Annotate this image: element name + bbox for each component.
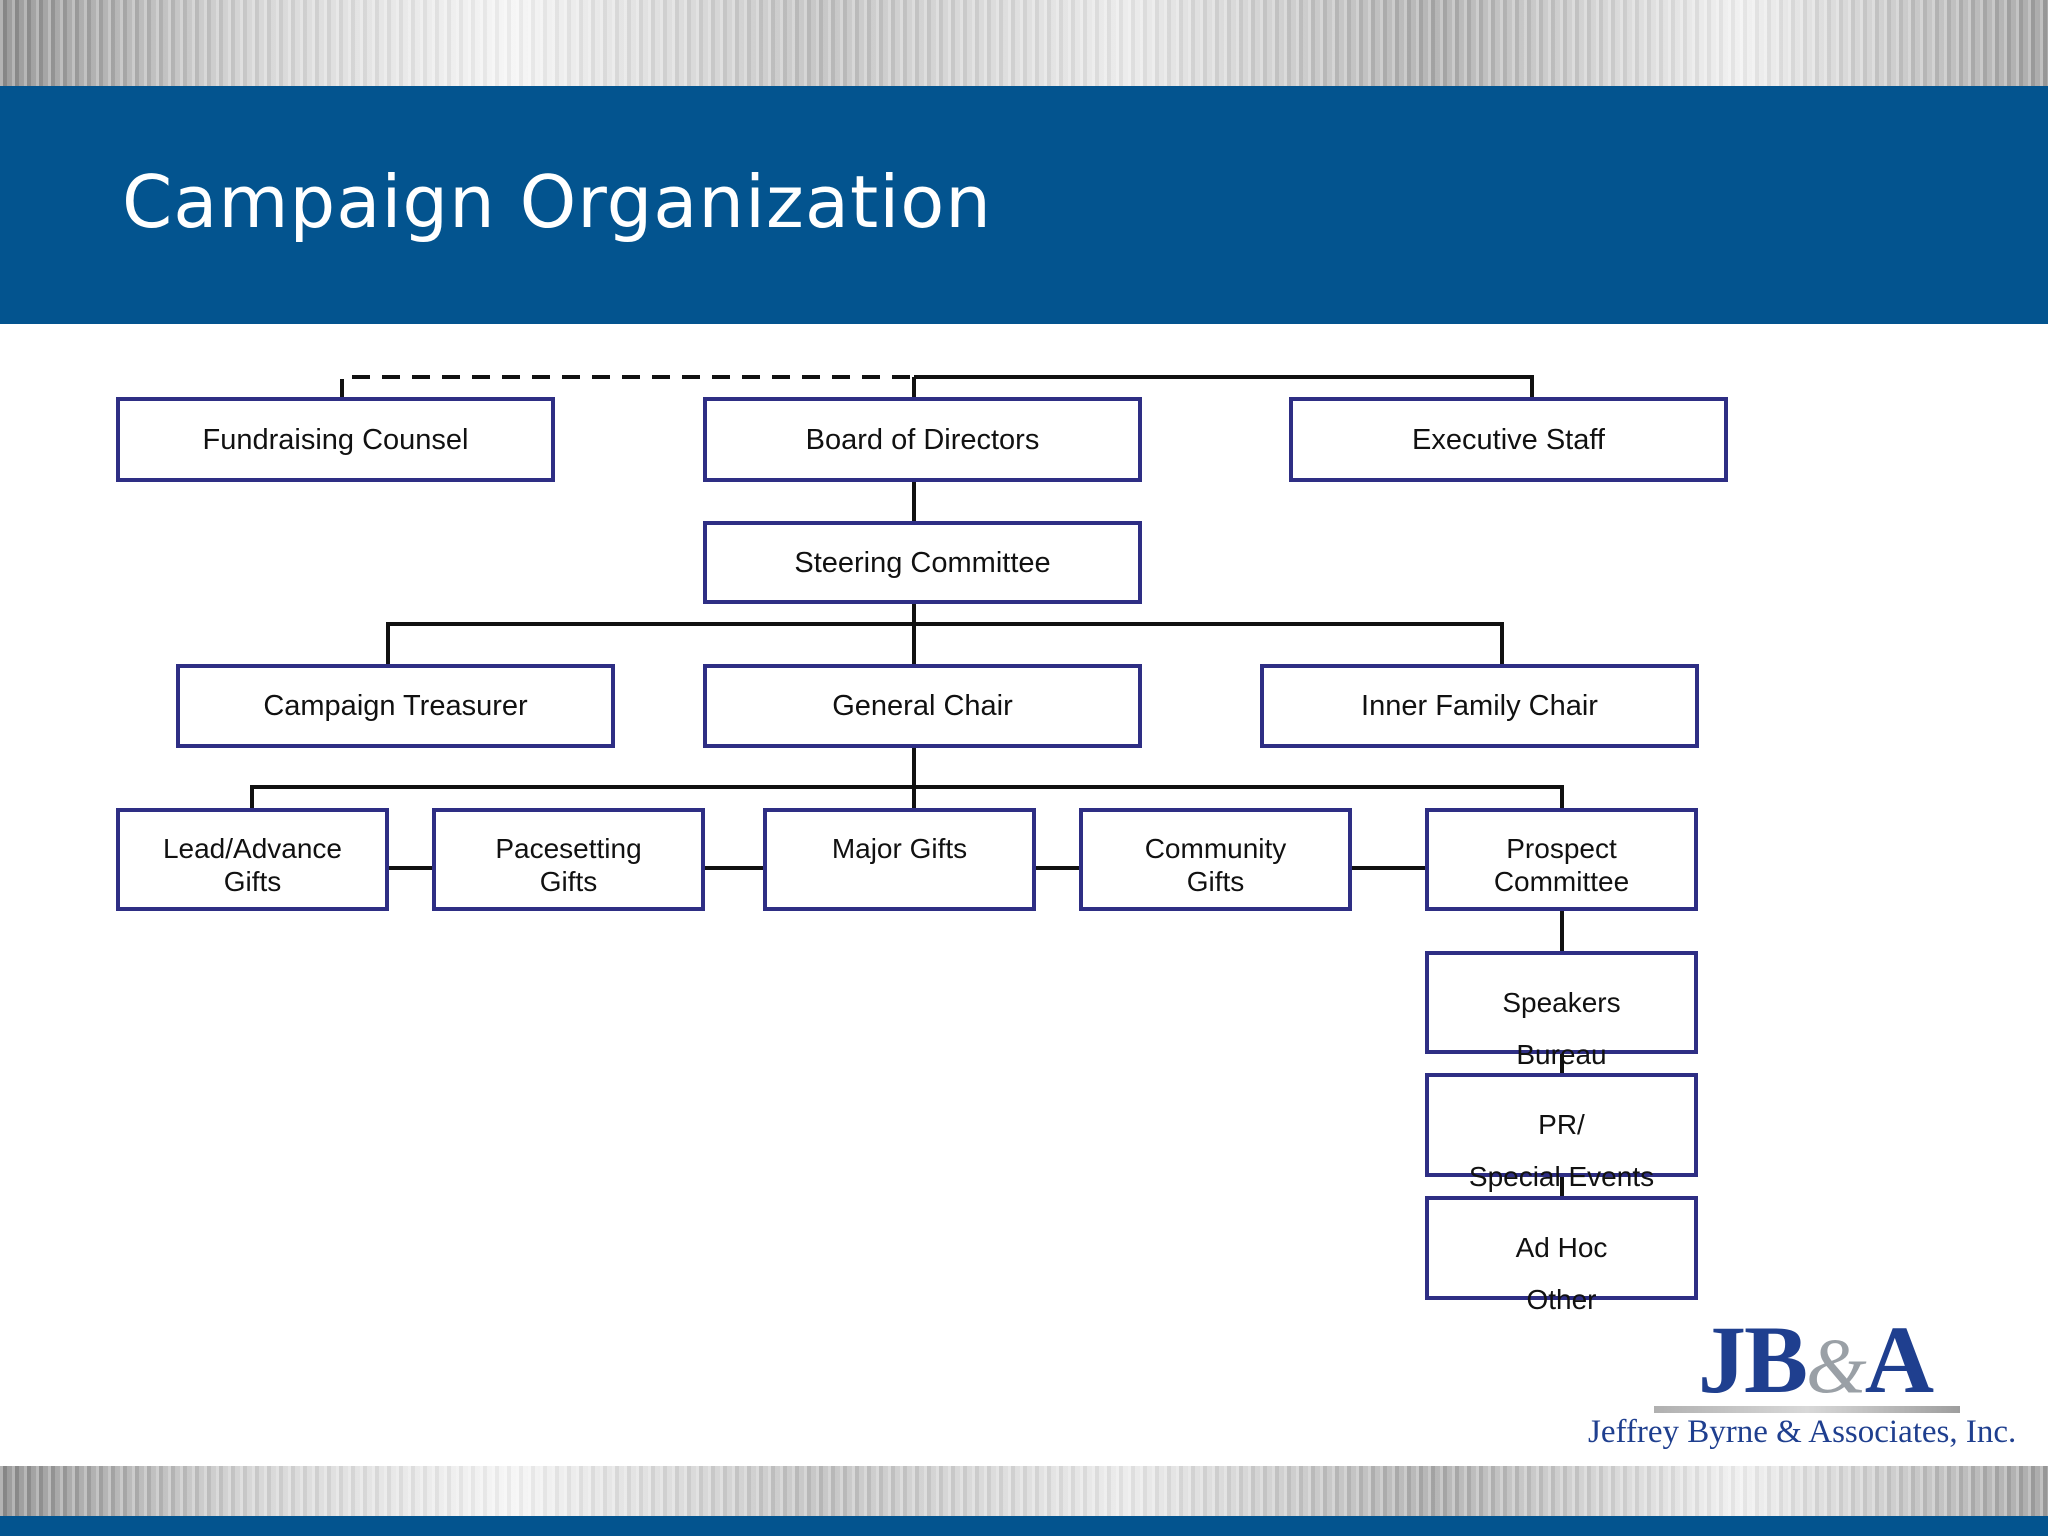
connector-steering-branch <box>386 604 1504 664</box>
node-community-gifts: Community Gifts <box>1079 808 1352 911</box>
logo-mark: JB&A <box>1698 1304 1934 1415</box>
node-pacesetting-gifts: Pacesetting Gifts <box>432 808 705 911</box>
logo-rule <box>1654 1406 1960 1413</box>
node-label: Fundraising Counsel <box>202 423 469 456</box>
node-major-gifts: Major Gifts <box>763 808 1036 911</box>
bottom-metal-stripe <box>0 1466 2048 1516</box>
node-label: Steering Committee <box>794 546 1051 579</box>
node-inner-family-chair: Inner Family Chair <box>1260 664 1699 748</box>
node-label: PR/ Special Events <box>1468 1109 1655 1192</box>
node-label: Community Gifts <box>1144 833 1287 897</box>
node-label: Speakers Bureau <box>1502 987 1621 1070</box>
node-label: Board of Directors <box>805 423 1040 456</box>
node-board-of-directors: Board of Directors <box>703 397 1142 482</box>
connector-board-executive <box>914 375 1534 397</box>
node-campaign-treasurer: Campaign Treasurer <box>176 664 615 748</box>
node-lead-advance-gifts: Lead/Advance Gifts <box>116 808 389 911</box>
node-ad-hoc-other: Ad Hoc Other <box>1425 1196 1698 1315</box>
node-label: Executive Staff <box>1412 423 1605 456</box>
node-steering-committee: Steering Committee <box>703 521 1142 604</box>
node-label: Pacesetting Gifts <box>495 833 642 897</box>
node-label: Inner Family Chair <box>1361 690 1598 722</box>
node-label: Major Gifts <box>831 833 968 864</box>
top-metal-stripe <box>0 0 2048 86</box>
bottom-blue-stripe <box>0 1516 2048 1536</box>
node-executive-staff: Executive Staff <box>1289 397 1728 482</box>
node-prospect-committee: Prospect Committee <box>1425 808 1698 911</box>
logo-initials: JB <box>1698 1306 1808 1413</box>
node-fundraising-counsel: Fundraising Counsel <box>116 397 555 482</box>
node-label: Ad Hoc Other <box>1515 1232 1608 1315</box>
node-label: Prospect Committee <box>1493 833 1630 897</box>
connector-dashed-fundraising <box>340 375 914 397</box>
node-label: General Chair <box>832 690 1013 722</box>
node-label: Lead/Advance Gifts <box>162 833 343 897</box>
logo-initial-a: A <box>1864 1306 1934 1413</box>
slide-title: Campaign Organization <box>122 160 992 244</box>
connector-general-branch <box>250 746 1564 808</box>
title-band <box>0 86 2048 324</box>
node-label: Campaign Treasurer <box>263 690 528 722</box>
company-logo: JB&A Jeffrey Byrne & Associates, Inc. <box>1588 1306 2018 1460</box>
node-pr-special-events: PR/ Special Events <box>1425 1073 1698 1192</box>
node-speakers-bureau: Speakers Bureau <box>1425 951 1698 1070</box>
logo-ampersand: & <box>1806 1322 1867 1409</box>
node-general-chair: General Chair <box>703 664 1142 748</box>
logo-company-name: Jeffrey Byrne & Associates, Inc. <box>1588 1414 2017 1450</box>
